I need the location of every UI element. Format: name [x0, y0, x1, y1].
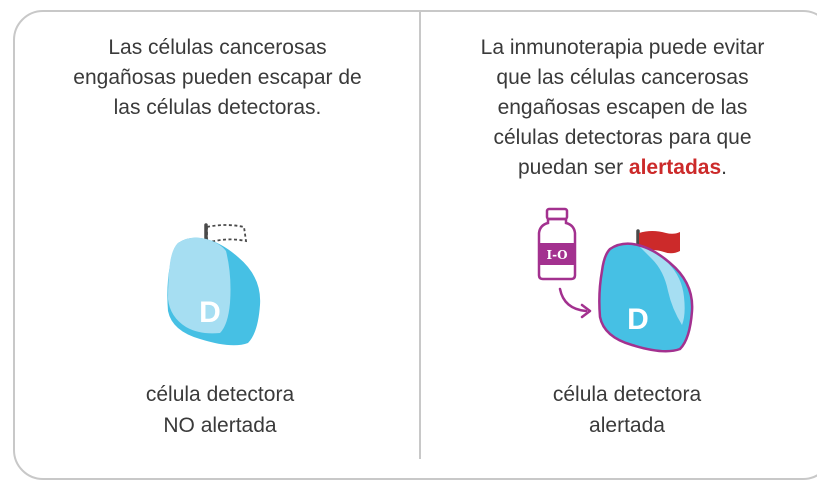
immunotherapy-vial-icon: I-O	[537, 207, 577, 281]
left-description-line: las células detectoras.	[113, 96, 322, 119]
alerted-detector-cell-icon: D	[598, 242, 694, 353]
right-description-line: engañosas escapen de las	[497, 96, 748, 119]
left-description-line: engañosas pueden escapar de	[73, 66, 362, 89]
right-description-line: puedan ser alertadas.	[430, 153, 815, 183]
unalerted-detector-cell-illustration: D	[167, 223, 261, 346]
left-description: Las células cancerosas engañosas pueden …	[30, 33, 405, 123]
left-caption: célula detectora NO alertada	[115, 379, 325, 441]
right-description-suffix: .	[721, 156, 727, 179]
cell-letter: D	[199, 296, 221, 329]
right-caption-line: célula detectora	[552, 383, 702, 406]
curved-arrow-icon	[558, 287, 592, 319]
detector-cell-icon: D	[167, 237, 261, 346]
right-description-line: La inmunoterapia puede evitar	[480, 36, 765, 59]
alerted-highlight: alertadas	[628, 156, 722, 179]
right-description-line: que las células cancerosas	[496, 66, 749, 89]
panel-divider	[419, 10, 421, 459]
left-description-line: Las células cancerosas	[108, 36, 327, 59]
cell-letter: D	[627, 303, 649, 336]
alerted-detector-cell-illustration: I-O D	[537, 207, 694, 353]
right-description-prefix: puedan ser	[518, 156, 629, 179]
right-description: La inmunoterapia puede evitar que las cé…	[430, 33, 815, 183]
left-caption-line: NO alertada	[163, 414, 277, 437]
right-caption: célula detectora alertada	[522, 379, 732, 441]
left-caption-line: célula detectora	[145, 383, 295, 406]
vial-label: I-O	[546, 248, 567, 262]
right-description-line: células detectoras para que	[493, 126, 752, 149]
right-caption-line: alertada	[589, 414, 665, 437]
